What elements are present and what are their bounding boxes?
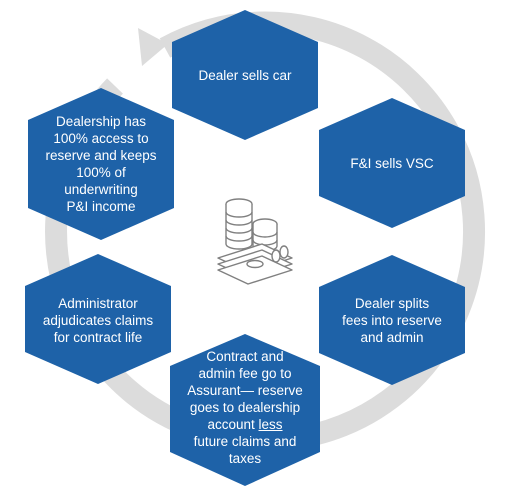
step-bottom-line-2: admin fee go to [198,365,292,381]
hexagon-lower-right [319,255,465,385]
coins-and-cash-icon [217,198,293,285]
step-bottom-line-7: taxes [228,450,262,466]
step-label-upper-right: F&I sells VSC [319,148,465,178]
hexagon-bottom [170,334,320,486]
step-bottom-line-4: goes to dealership [189,399,301,415]
step-label-upper-left: Dealership has 100% access to reserve an… [28,112,174,216]
step-upper-left-line-6: P&I income [66,199,136,214]
step-label-lower-left: Administrator adjudicates claims for con… [25,290,171,350]
step-label-bottom: Contract and admin fee go to Assurant— r… [172,346,318,468]
hexagon-upper-left [28,88,174,240]
step-bottom-line-6: future claims and [193,433,297,449]
step-upper-left-line-4: 100% of [76,165,126,180]
step-upper-left-line-5: underwriting [64,182,138,197]
step-upper-left-line-2: 100% access to [53,131,149,146]
step-lower-right-line-2: fees into reserve [342,312,442,328]
step-bottom-line-5: account less [207,416,283,432]
step-label-top: Dealer sells car [172,60,318,90]
step-lower-left-line-3: for contract life [53,329,143,345]
step-lower-right-line-3: and admin [360,329,424,345]
hexagon-upper-right [319,98,465,228]
cycle-ring [45,11,486,452]
step-label-lower-right: Dealer splits fees into reserve and admi… [319,290,465,350]
step-bottom-line-3: Assurant— reserve [187,382,303,398]
hexagon-top [172,10,318,140]
step-lower-left-line-1: Administrator [58,295,138,311]
cycle-arrow-head [138,28,168,66]
step-lower-left-line-2: adjudicates claims [42,312,154,328]
underlined-word: less [258,416,283,432]
step-bottom-line-1: Contract and [206,348,284,364]
step-top-text: Dealer sells car [198,67,292,83]
step-upper-left-line-3: reserve and keeps [45,148,157,163]
step-upper-right-text: F&I sells VSC [350,155,434,171]
step-lower-right-line-1: Dealer splits [354,295,430,311]
step-upper-left-line-1: Dealership has [55,114,147,129]
hexagon-lower-left [25,254,171,384]
